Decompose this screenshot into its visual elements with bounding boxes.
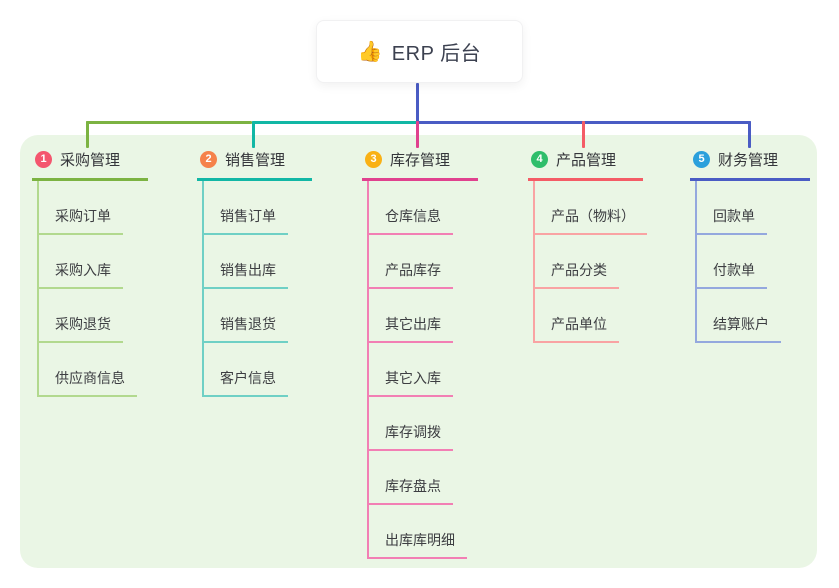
branch-number-badge: 5 bbox=[693, 151, 710, 168]
child-node[interactable]: 回款单 bbox=[697, 206, 767, 235]
branch-children: 仓库信息 产品库存 其它出库 其它入库 库存调拨 库存盘点 出库库明细 bbox=[367, 181, 478, 559]
branches-panel bbox=[20, 135, 817, 568]
child-row: 产品单位 bbox=[535, 289, 647, 343]
connector-segment bbox=[252, 121, 417, 124]
child-node[interactable]: 销售退货 bbox=[204, 314, 288, 343]
child-row: 产品库存 bbox=[369, 235, 478, 289]
child-node[interactable]: 采购入库 bbox=[39, 260, 123, 289]
branch-2: 2 销售管理 销售订单 销售出库 销售退货 客户信息 bbox=[197, 147, 312, 397]
branch-node-label: 财务管理 bbox=[718, 152, 779, 169]
child-row: 客户信息 bbox=[204, 343, 312, 397]
branch-node[interactable]: 4 产品管理 bbox=[528, 147, 643, 181]
branch-4: 4 产品管理 产品（物料） 产品分类 产品单位 bbox=[528, 147, 647, 343]
child-node[interactable]: 其它入库 bbox=[369, 368, 453, 397]
branch-drop-line bbox=[416, 121, 419, 148]
connector-segment bbox=[86, 121, 252, 124]
branch-number-badge: 4 bbox=[531, 151, 548, 168]
child-row: 库存调拨 bbox=[369, 397, 478, 451]
thumbs-up-icon: 👍 bbox=[357, 40, 383, 63]
branch-node[interactable]: 2 销售管理 bbox=[197, 147, 312, 181]
branch-3: 3 库存管理 仓库信息 产品库存 其它出库 其它入库 库存调拨 库存盘点 出库库… bbox=[362, 147, 478, 559]
child-row: 付款单 bbox=[697, 235, 810, 289]
branch-node-label: 库存管理 bbox=[390, 152, 451, 169]
child-node[interactable]: 销售订单 bbox=[204, 206, 288, 235]
child-row: 其它入库 bbox=[369, 343, 478, 397]
child-row: 出库库明细 bbox=[369, 505, 478, 559]
branch-node[interactable]: 1 采购管理 bbox=[32, 147, 148, 181]
child-node[interactable]: 仓库信息 bbox=[369, 206, 453, 235]
branch-node-label: 产品管理 bbox=[556, 152, 617, 169]
child-row: 采购订单 bbox=[39, 181, 148, 235]
child-row: 销售订单 bbox=[204, 181, 312, 235]
child-row: 销售出库 bbox=[204, 235, 312, 289]
child-node[interactable]: 采购订单 bbox=[39, 206, 123, 235]
root-node[interactable]: 👍 ERP 后台 bbox=[316, 20, 523, 83]
child-node[interactable]: 采购退货 bbox=[39, 314, 123, 343]
child-node[interactable]: 结算账户 bbox=[697, 314, 781, 343]
branch-5: 5 财务管理 回款单 付款单 结算账户 bbox=[690, 147, 810, 343]
branch-drop-line bbox=[582, 121, 585, 148]
root-connector-line bbox=[416, 83, 419, 124]
child-row: 产品分类 bbox=[535, 235, 647, 289]
child-node[interactable]: 供应商信息 bbox=[39, 368, 137, 397]
child-node[interactable]: 产品单位 bbox=[535, 314, 619, 343]
child-node[interactable]: 客户信息 bbox=[204, 368, 288, 397]
branch-children: 采购订单 采购入库 采购退货 供应商信息 bbox=[37, 181, 148, 397]
branch-drop-line bbox=[748, 121, 751, 148]
child-row: 采购退货 bbox=[39, 289, 148, 343]
child-row: 仓库信息 bbox=[369, 181, 478, 235]
child-row: 回款单 bbox=[697, 181, 810, 235]
child-node[interactable]: 产品（物料） bbox=[535, 206, 647, 235]
branch-number-badge: 3 bbox=[365, 151, 382, 168]
branch-children: 销售订单 销售出库 销售退货 客户信息 bbox=[202, 181, 312, 397]
child-node[interactable]: 销售出库 bbox=[204, 260, 288, 289]
child-node[interactable]: 产品库存 bbox=[369, 260, 453, 289]
child-node[interactable]: 其它出库 bbox=[369, 314, 453, 343]
root-node-label: ERP 后台 bbox=[391, 43, 482, 65]
child-row: 产品（物料） bbox=[535, 181, 647, 235]
branch-node[interactable]: 5 财务管理 bbox=[690, 147, 810, 181]
child-row: 结算账户 bbox=[697, 289, 810, 343]
branch-node-label: 销售管理 bbox=[225, 152, 286, 169]
child-row: 供应商信息 bbox=[39, 343, 148, 397]
child-node[interactable]: 付款单 bbox=[697, 260, 767, 289]
branch-drop-line bbox=[252, 121, 255, 148]
child-row: 销售退货 bbox=[204, 289, 312, 343]
branch-number-badge: 1 bbox=[35, 151, 52, 168]
branch-node-label: 采购管理 bbox=[60, 152, 121, 169]
child-row: 采购入库 bbox=[39, 235, 148, 289]
child-node[interactable]: 出库库明细 bbox=[369, 530, 467, 559]
child-row: 其它出库 bbox=[369, 289, 478, 343]
branch-children: 回款单 付款单 结算账户 bbox=[695, 181, 810, 343]
branch-1: 1 采购管理 采购订单 采购入库 采购退货 供应商信息 bbox=[32, 147, 148, 397]
child-node[interactable]: 库存调拨 bbox=[369, 422, 453, 451]
branch-number-badge: 2 bbox=[200, 151, 217, 168]
branch-children: 产品（物料） 产品分类 产品单位 bbox=[533, 181, 647, 343]
branch-node[interactable]: 3 库存管理 bbox=[362, 147, 478, 181]
child-node[interactable]: 产品分类 bbox=[535, 260, 619, 289]
branch-drop-line bbox=[86, 121, 89, 148]
child-row: 库存盘点 bbox=[369, 451, 478, 505]
child-node[interactable]: 库存盘点 bbox=[369, 476, 453, 505]
